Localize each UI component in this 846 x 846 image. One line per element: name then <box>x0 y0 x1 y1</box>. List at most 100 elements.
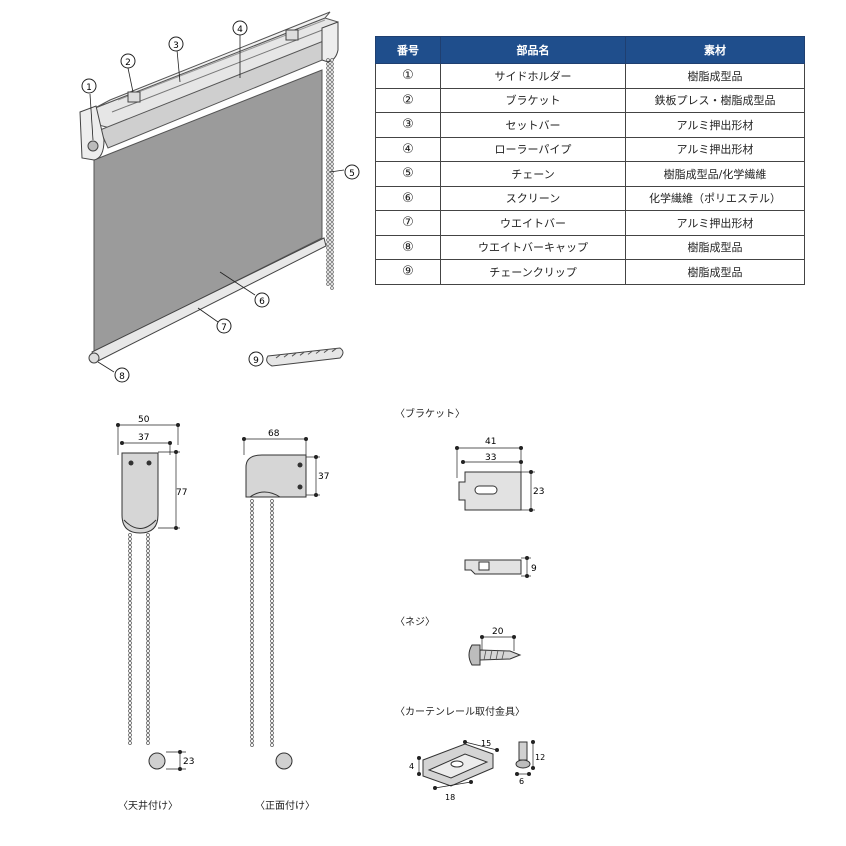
part-number-cell: ① <box>375 63 441 89</box>
caption-curtain-rail-fitting: 〈カーテンレール取付金具〉 <box>395 707 525 718</box>
bracket-right <box>285 29 299 41</box>
dim-6: 6 <box>519 777 524 786</box>
side-holder-right <box>321 21 339 63</box>
dim-20: 20 <box>492 627 504 637</box>
screen <box>93 69 323 353</box>
part-name-cell: チェーンクリップ <box>440 259 626 285</box>
part-number-cell: ⑦ <box>375 210 441 236</box>
part-number-cell: ③ <box>375 112 441 138</box>
dim-41: 41 <box>485 437 496 447</box>
part-number-cell: ⑤ <box>375 161 441 187</box>
bracket-diagram: 41 33 23 9 <box>455 437 544 578</box>
part-number-cell: ⑥ <box>375 185 441 211</box>
dim-15: 15 <box>481 739 491 748</box>
callout-7: 7 <box>216 318 232 334</box>
part-material-cell: 樹脂成型品 <box>625 259 805 285</box>
svg-text:5: 5 <box>349 169 355 179</box>
callout-2: 2 <box>120 53 136 69</box>
caption-front-mount: 〈正面付け〉 <box>255 801 315 812</box>
part-name-cell: セットバー <box>440 112 626 138</box>
svg-text:9: 9 <box>253 356 259 366</box>
dim-23: 23 <box>533 487 544 497</box>
dim-68: 68 <box>268 429 280 439</box>
chain-clip <box>266 347 344 367</box>
dim-23: 23 <box>183 757 194 767</box>
ceiling-mount-diagram: 50 37 77 23 <box>116 415 194 771</box>
caption-ceiling-mount: 〈天井付け〉 <box>118 801 178 812</box>
svg-text:4: 4 <box>237 25 243 35</box>
part-name-cell: ブラケット <box>440 87 626 113</box>
callout-8: 8 <box>114 367 130 383</box>
callout-9: 9 <box>248 351 264 367</box>
set-bar-top <box>94 11 331 109</box>
part-number-cell: ② <box>375 87 441 113</box>
front-holder <box>245 454 307 498</box>
part-name-cell: ローラーパイプ <box>440 136 626 162</box>
part-material-cell: 鉄板プレス・樹脂成型品 <box>625 87 805 113</box>
part-material-cell: 樹脂成型品 <box>625 234 805 260</box>
part-number-cell: ⑧ <box>375 234 441 260</box>
header-part-name: 部品名 <box>440 36 626 64</box>
part-material-cell: アルミ押出形材 <box>625 112 805 138</box>
chain-ball <box>148 752 166 770</box>
dim-37: 37 <box>138 433 149 443</box>
chain-ball <box>275 752 293 770</box>
dim-12: 12 <box>535 753 545 762</box>
caption-bracket: 〈ブラケット〉 <box>395 409 465 420</box>
front-chain <box>250 499 274 747</box>
part-name-cell: ウエイトバーキャップ <box>440 234 626 260</box>
part-name-cell: スクリーン <box>440 185 626 211</box>
screw-head <box>468 644 481 666</box>
dim-33: 33 <box>485 453 496 463</box>
front-mount-diagram: 68 37 <box>242 429 329 770</box>
part-name-cell: チェーン <box>440 161 626 187</box>
svg-text:1: 1 <box>86 83 92 93</box>
bolt <box>518 741 528 761</box>
curtain-rail-fitting-diagram: 15 4 18 12 6 <box>409 739 545 802</box>
screw-diagram: 20 <box>468 627 522 666</box>
dim-9: 9 <box>531 564 537 574</box>
dim-4: 4 <box>409 762 414 771</box>
bracket-side-view <box>464 559 522 575</box>
callout-4: 4 <box>232 20 248 36</box>
header-material: 素材 <box>625 36 805 64</box>
header-number: 番号 <box>375 36 441 64</box>
part-material-cell: アルミ押出形材 <box>625 136 805 162</box>
svg-text:7: 7 <box>221 323 227 333</box>
part-number-cell: ⑨ <box>375 259 441 285</box>
callout-6: 6 <box>254 292 270 308</box>
part-material-cell: 樹脂成型品/化学繊維 <box>625 161 805 187</box>
svg-text:2: 2 <box>125 58 131 68</box>
part-name-cell: サイドホルダー <box>440 63 626 89</box>
callout-3: 3 <box>168 36 184 52</box>
part-material-cell: 樹脂成型品 <box>625 63 805 89</box>
svg-text:6: 6 <box>259 297 265 307</box>
parts-table-header: 番号 部品名 素材 <box>375 36 805 64</box>
svg-text:3: 3 <box>173 41 179 51</box>
part-name-cell: ウエイトバー <box>440 210 626 236</box>
part-material-cell: 化学繊維（ポリエステル） <box>625 185 805 211</box>
caption-screw: 〈ネジ〉 <box>395 617 435 628</box>
weight-bar-cap <box>88 352 100 364</box>
dim-37: 37 <box>318 472 329 482</box>
bracket <box>127 91 141 103</box>
part-material-cell: アルミ押出形材 <box>625 210 805 236</box>
part-number-cell: ④ <box>375 136 441 162</box>
screw-shaft <box>479 649 522 661</box>
ceiling-holder <box>121 452 159 534</box>
callout-5: 5 <box>344 164 360 180</box>
svg-text:8: 8 <box>119 372 125 382</box>
callout-1: 1 <box>81 78 97 94</box>
dim-50: 50 <box>138 415 150 425</box>
roller-blind-illustration: 1 2 3 4 5 6 7 8 9 <box>79 11 360 383</box>
